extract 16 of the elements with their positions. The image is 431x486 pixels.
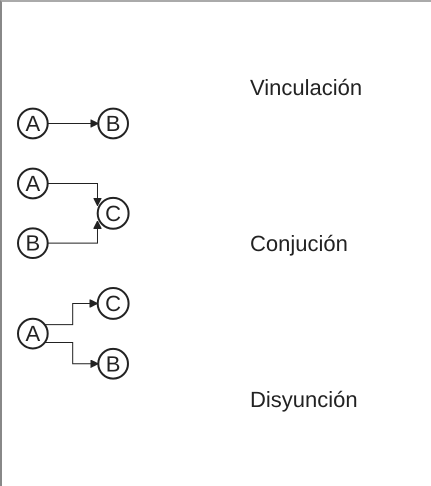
diagram-label: Disyunción bbox=[250, 387, 359, 413]
node-circle: A bbox=[17, 168, 49, 200]
node-circle: C bbox=[96, 287, 130, 320]
diagram-label: Conjución bbox=[250, 231, 349, 257]
node-circle: A bbox=[17, 318, 49, 350]
diagram-label: Vinculación bbox=[250, 75, 364, 101]
arrow bbox=[44, 342, 99, 369]
node-circle: B bbox=[97, 348, 129, 380]
node-circle: A bbox=[17, 108, 49, 140]
arrow bbox=[44, 299, 98, 326]
arrow bbox=[47, 220, 102, 244]
arrow bbox=[47, 119, 99, 128]
node-circle: C bbox=[96, 197, 130, 230]
node-circle: B bbox=[97, 108, 129, 140]
node-circle: B bbox=[17, 228, 49, 260]
arrow bbox=[47, 183, 102, 207]
